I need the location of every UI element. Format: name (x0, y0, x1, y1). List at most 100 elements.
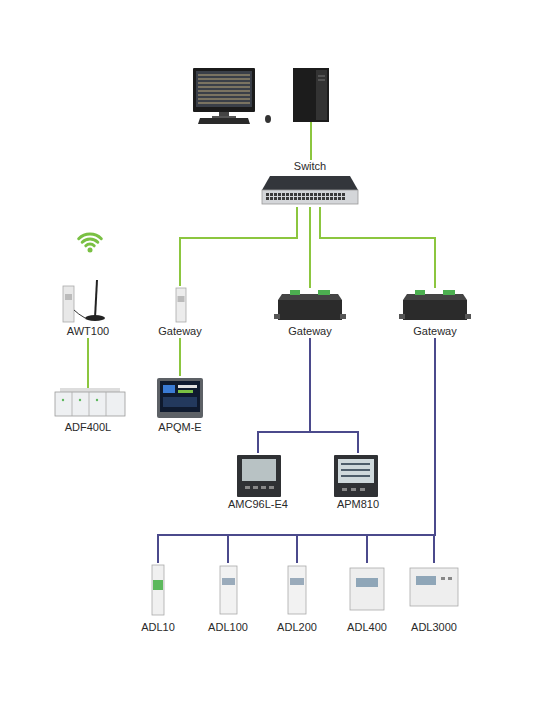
device-label: Switch (294, 160, 326, 173)
keyboard (198, 118, 250, 124)
computer-monitor (198, 82, 250, 83)
awt100-device (95, 280, 97, 318)
adl10-device (153, 580, 163, 590)
adl100-device (220, 566, 237, 614)
adl400-device (350, 568, 384, 610)
computer-tower (318, 76, 325, 77)
adf400l-device (55, 388, 125, 416)
device-node: ADL3000 (400, 563, 468, 634)
adl200-device (290, 578, 304, 585)
network-link (309, 207, 311, 288)
computer-monitor (198, 78, 250, 79)
mouse (265, 115, 271, 123)
adf400l-device (96, 399, 98, 401)
uplink-wire (310, 122, 312, 160)
apm810-device (334, 455, 378, 497)
apm810-device (334, 455, 378, 497)
uplink-wire (311, 122, 312, 160)
computer-monitor (198, 94, 250, 95)
apm810-device (351, 488, 356, 491)
network-link (297, 338, 435, 563)
adl3000-device (410, 568, 458, 606)
adl10-device (152, 565, 164, 615)
computer-monitor (198, 74, 250, 75)
amc96l-device (245, 486, 250, 489)
device-label: Gateway (158, 325, 201, 338)
apqm-device (160, 381, 200, 412)
network-link (434, 338, 435, 563)
gateway-box (274, 290, 346, 320)
awt100-device (63, 280, 105, 322)
device-label: AWT100 (67, 325, 109, 338)
device-label: ADL400 (347, 621, 387, 634)
network-link (87, 338, 89, 388)
apqm-device (157, 378, 203, 418)
wifi-symbol (88, 248, 93, 253)
computer-monitor (193, 68, 255, 112)
adf400l-device (55, 392, 125, 416)
gateway-box (465, 314, 471, 319)
device-label: ADL3000 (411, 621, 457, 634)
adl400-device (356, 578, 378, 587)
apm810-device (342, 488, 347, 491)
awt100-device (74, 310, 85, 318)
computer-tower (293, 68, 329, 122)
network-switch: Switch (262, 160, 358, 207)
gateway-box (340, 314, 346, 319)
adf400l-device (89, 392, 90, 416)
amc96l-device (253, 486, 258, 489)
computer-tower (293, 68, 329, 122)
adl100-device (220, 566, 237, 614)
adf400l-device (79, 399, 81, 401)
adf400l-device (72, 392, 73, 416)
awt100-device (65, 294, 72, 300)
device-label: AMC96L-E4 (228, 498, 288, 511)
apm810-device (341, 463, 370, 465)
amc96l-device (237, 455, 281, 497)
device-node: AWT100 (55, 280, 121, 338)
apm810-device (338, 459, 374, 483)
computer-monitor (196, 71, 252, 107)
device-label: ADL100 (208, 621, 248, 634)
gateway-module (176, 288, 186, 322)
switch-device (262, 176, 358, 190)
amc96l-device (237, 455, 281, 497)
adl10-device (152, 565, 164, 615)
apqm-device (178, 390, 193, 393)
computer-monitor (212, 116, 236, 118)
apqm-device (157, 378, 203, 418)
computer-monitor (198, 98, 250, 99)
apm810-device (360, 488, 365, 491)
device-label: ADL10 (141, 621, 175, 634)
adl3000-device (416, 576, 436, 585)
keyboard (198, 118, 250, 124)
computer-monitor (198, 102, 250, 103)
device-label: ADF400L (65, 421, 111, 434)
adl3000-device (410, 568, 458, 606)
computer-tower (316, 70, 327, 120)
network-link (179, 338, 181, 376)
adf400l-device (62, 399, 64, 401)
device-node: ADF400L (48, 388, 128, 434)
gateway-box (399, 314, 405, 319)
computer-monitor (193, 68, 255, 118)
network-link (180, 207, 297, 286)
adl200-device (288, 566, 306, 614)
amc96l-device (261, 486, 266, 489)
network-link (158, 338, 435, 563)
gateway-box (274, 314, 280, 319)
computer-monitor (198, 90, 250, 91)
gateway-box (399, 290, 471, 320)
computer-monitor (198, 86, 250, 87)
amc96l-device (269, 486, 274, 489)
adl3000-device (448, 577, 452, 580)
wifi-symbol (79, 234, 102, 252)
adl400-device (350, 568, 384, 610)
apqm-device (163, 385, 175, 393)
gateway-box (290, 290, 300, 295)
device-node: ADL10 (130, 563, 186, 634)
switch-device (262, 190, 358, 204)
